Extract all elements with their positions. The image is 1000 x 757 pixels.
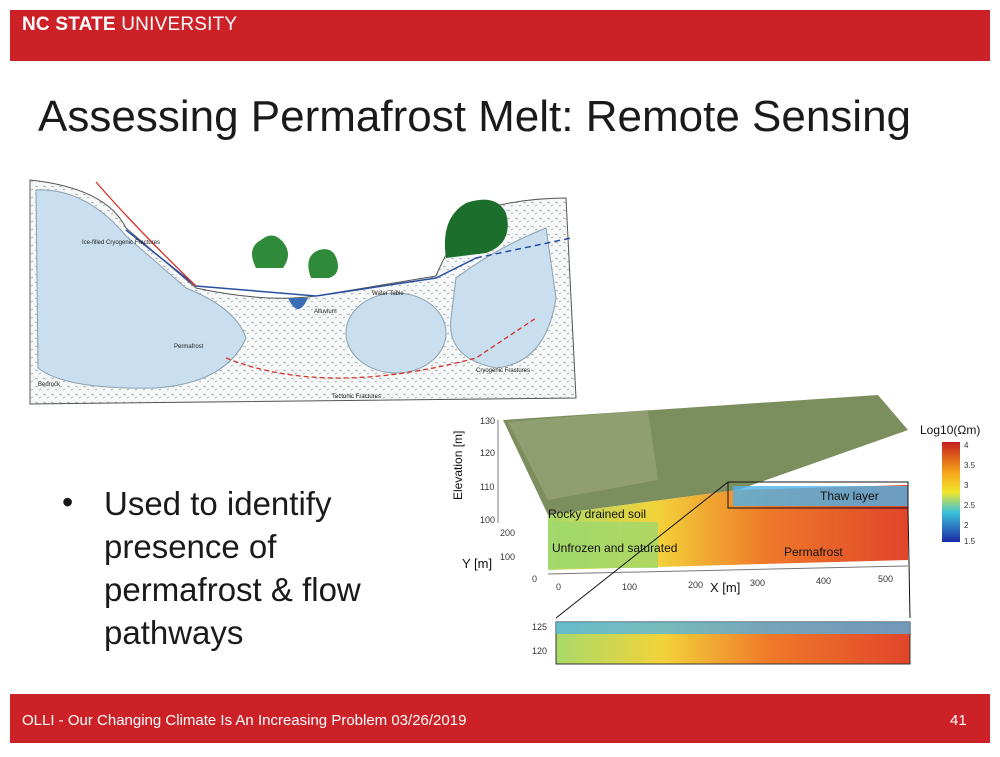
y-axis-label: Y [m]	[462, 556, 492, 571]
flow-path-upper	[95, 181, 197, 287]
bullet-marker: •	[62, 484, 74, 520]
permafrost-body-right	[450, 227, 557, 369]
inset-tick: 120	[532, 646, 547, 656]
page-number: 41	[950, 712, 967, 729]
elev-tick: 120	[480, 448, 495, 458]
footer-text: OLLI - Our Changing Climate Is An Increa…	[22, 712, 467, 729]
permafrost-body-center	[345, 292, 447, 374]
resistivity-3d-figure: Elevation [m] 130 120 110 100 Y [m] 200 …	[451, 395, 980, 665]
label-permafrost: Permafrost	[784, 545, 843, 559]
elevation-axis-label: Elevation [m]	[451, 431, 465, 500]
permafrost-body-left	[35, 189, 247, 389]
tree-shape	[308, 249, 338, 278]
legend-tick: 2.5	[964, 501, 976, 510]
legend-tick: 2	[964, 521, 969, 530]
elev-tick: 130	[480, 416, 495, 426]
university-logo: NC STATE UNIVERSITY	[22, 14, 238, 35]
terrain-texture	[508, 410, 658, 500]
tree-shape	[444, 199, 508, 258]
legend-tick: 3.5	[964, 461, 976, 470]
zoom-box	[727, 481, 909, 509]
legend-tick: 4	[964, 441, 969, 450]
zoom-line	[555, 481, 729, 619]
x-tick: 100	[622, 582, 637, 592]
bullet-text: Used to identify presence of permafrost …	[104, 485, 361, 651]
river-channel	[288, 298, 308, 309]
label-tectonic-fractures: Tectonic Fractures	[332, 394, 381, 400]
zoom-line	[907, 507, 911, 619]
label-ice-fractures: Ice-filled Cryogenic Fractures	[82, 240, 160, 246]
label-thaw-layer: Thaw layer	[820, 489, 879, 503]
y-tick: 100	[500, 552, 515, 562]
elev-tick: 110	[480, 482, 494, 492]
x-axis	[547, 565, 909, 575]
label-water-table: Water Table	[372, 291, 404, 297]
y-tick: 200	[500, 528, 515, 538]
flow-path-lower	[225, 317, 537, 379]
y-tick: 0	[532, 574, 537, 584]
label-alluvium: Alluvium	[314, 309, 337, 315]
x-tick: 400	[816, 576, 831, 586]
thaw-layer-zone	[733, 486, 908, 506]
x-axis-label: X [m]	[710, 580, 740, 595]
footer-bar	[10, 694, 990, 743]
slide-title: Assessing Permafrost Melt: Remote Sensin…	[38, 92, 912, 141]
header-bar	[10, 10, 990, 61]
x-tick: 0	[556, 582, 561, 592]
label-bedrock: Bedrock	[38, 382, 61, 388]
dashed-water-table	[475, 237, 572, 259]
label-permafrost: Permafrost	[174, 344, 204, 350]
water-table-line	[125, 229, 477, 297]
label-cryogenic-fractures: Cryogenic Fractures	[476, 368, 530, 374]
unfrozen-zone	[548, 522, 658, 568]
x-tick: 200	[688, 580, 703, 590]
legend-tick: 1.5	[964, 537, 976, 546]
color-scale-bar	[942, 442, 960, 542]
elev-tick: 100	[480, 515, 495, 525]
inset-tick: 125	[532, 622, 547, 632]
label-rocky-drained-soil: Rocky drained soil	[548, 507, 646, 521]
tree-shape	[252, 235, 288, 268]
legend-title: Log10(Ωm)	[920, 423, 980, 437]
legend-tick: 3	[964, 481, 969, 490]
permafrost-cross-section-diagram: Ice-filled Cryogenic Fractures Water Tab…	[29, 179, 577, 405]
x-tick: 500	[878, 574, 893, 584]
inset-thaw-band	[556, 622, 910, 634]
label-unfrozen-saturated: Unfrozen and saturated	[552, 541, 677, 555]
x-tick: 300	[750, 578, 765, 588]
